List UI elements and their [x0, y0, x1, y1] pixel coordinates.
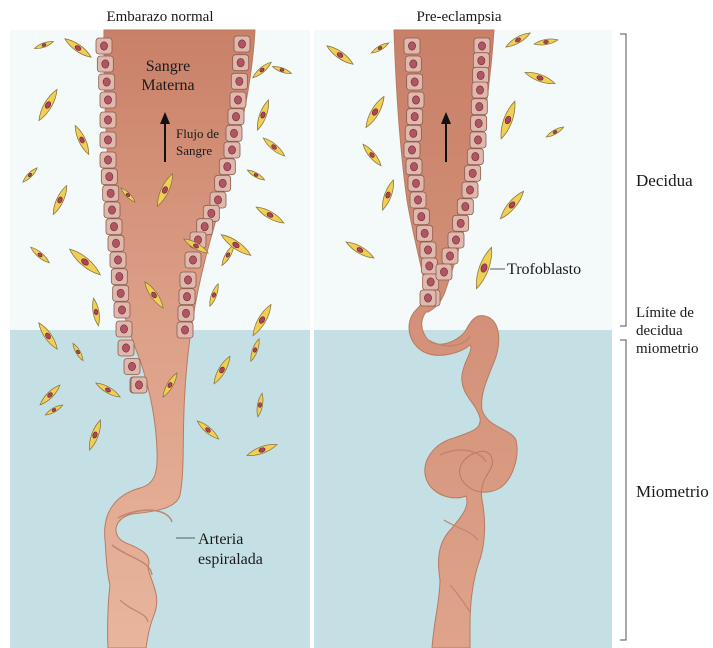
lining-cell-nucleus — [476, 86, 483, 94]
lining-cell-nucleus — [110, 222, 117, 230]
lining-cell-nucleus — [421, 229, 428, 237]
lining-cell-nucleus — [208, 209, 215, 217]
lining-cell-nucleus — [189, 256, 196, 264]
spiral-artery-label-line1: Arteria — [198, 531, 243, 548]
blood-flow-label-line1: Flujo de — [176, 126, 219, 141]
boundary-label-line3: miometrio — [636, 341, 699, 357]
lining-cell-nucleus — [182, 309, 189, 317]
lining-cell-nucleus — [474, 136, 481, 144]
lining-cell-nucleus — [108, 206, 115, 214]
lining-cell-nucleus — [104, 96, 111, 104]
lining-cell-nucleus — [183, 292, 190, 300]
lining-cell-nucleus — [478, 56, 485, 64]
boundary-label-line2: decidua — [636, 323, 683, 339]
maternal-blood-label-line1: Sangre — [146, 58, 190, 75]
lining-cell-nucleus — [237, 58, 244, 66]
lining-cell-nucleus — [476, 102, 483, 110]
lining-cell-nucleus — [477, 71, 484, 79]
lining-cell-nucleus — [224, 162, 231, 170]
boundary-label-line1: Límite de — [636, 305, 694, 321]
lining-cell-nucleus — [128, 362, 135, 370]
lining-cell-nucleus — [408, 42, 415, 50]
lining-cell-nucleus — [228, 146, 235, 154]
lining-cell-nucleus — [236, 77, 243, 85]
lining-cell-nucleus — [411, 78, 418, 86]
lining-cell-nucleus — [234, 96, 241, 104]
lining-cell-nucleus — [120, 325, 127, 333]
lining-cell-nucleus — [232, 112, 239, 120]
lining-cell-nucleus — [117, 289, 124, 297]
lining-cell-nucleus — [122, 344, 129, 352]
lining-cell-nucleus — [478, 42, 485, 50]
decidua-label: Decidua — [636, 171, 693, 190]
lining-cell-nucleus — [475, 119, 482, 127]
lining-cell-nucleus — [457, 219, 464, 227]
trophoblast-label: Trofoblasto — [507, 261, 581, 278]
blood-flow-label-line2: Sangre — [176, 143, 212, 158]
region-brackets — [620, 34, 626, 640]
lining-cell-nucleus — [214, 196, 221, 204]
myometrium-label: Miometrio — [636, 482, 709, 501]
lining-cell-nucleus — [114, 256, 121, 264]
lining-cell-nucleus — [219, 179, 226, 187]
lining-cell-nucleus — [469, 169, 476, 177]
lining-cell-nucleus — [116, 272, 123, 280]
lining-cell-nucleus — [412, 179, 419, 187]
lining-cell-nucleus — [230, 129, 237, 137]
spiral-artery-label-line2: espiralada — [198, 551, 263, 568]
lining-cell-nucleus — [426, 262, 433, 270]
lining-cell-nucleus — [440, 268, 447, 276]
lining-cell-nucleus — [408, 146, 415, 154]
lining-cell-nucleus — [104, 156, 111, 164]
lining-cell-nucleus — [104, 136, 111, 144]
lining-cell-nucleus — [410, 162, 417, 170]
lining-cell-nucleus — [118, 306, 125, 314]
lining-cell-nucleus — [201, 222, 208, 230]
lining-cell-nucleus — [100, 42, 107, 50]
lining-cell-nucleus — [412, 96, 419, 104]
lining-cell-nucleus — [238, 40, 245, 48]
lining-cell-nucleus — [102, 60, 109, 68]
lining-cell-nucleus — [112, 239, 119, 247]
lining-cell-nucleus — [410, 129, 417, 137]
lining-cell-nucleus — [466, 186, 473, 194]
lining-cell-nucleus — [103, 78, 110, 86]
lining-cell-nucleus — [411, 112, 418, 120]
lining-cell-nucleus — [410, 60, 417, 68]
lining-cell-nucleus — [181, 326, 188, 334]
lining-cell-nucleus — [424, 294, 431, 302]
lining-cell-nucleus — [462, 202, 469, 210]
lining-cell-nucleus — [414, 196, 421, 204]
lining-cell-nucleus — [427, 278, 434, 286]
lining-cell-nucleus — [184, 276, 191, 284]
panel-title-normal: Embarazo normal — [106, 9, 213, 25]
maternal-blood-label-line2: Materna — [141, 77, 194, 94]
lining-cell-nucleus — [104, 116, 111, 124]
lining-cell-nucleus — [424, 246, 431, 254]
lining-cell-nucleus — [106, 172, 113, 180]
lining-cell-nucleus — [452, 236, 459, 244]
panel-title-preeclampsia: Pre-eclampsia — [417, 9, 502, 25]
lining-cell-nucleus — [472, 152, 479, 160]
lining-cell-nucleus — [135, 381, 142, 389]
lining-cell-nucleus — [107, 189, 114, 197]
lining-cell-nucleus — [418, 212, 425, 220]
lining-cell-nucleus — [446, 252, 453, 260]
